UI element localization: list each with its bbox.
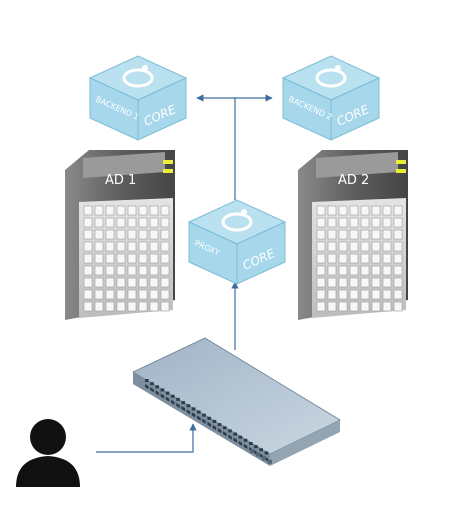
core-node-icon: [187, 199, 287, 285]
connector-user-to-switch: [96, 423, 197, 453]
server-label: AD 2: [338, 173, 369, 188]
connectors: [96, 94, 273, 453]
server-icon: [298, 150, 408, 320]
network-switch[interactable]: [132, 337, 341, 466]
user-icon: [16, 419, 80, 487]
server-icon: [65, 150, 175, 320]
network-switch-icon: [132, 337, 341, 466]
core-node-icon: [281, 55, 381, 141]
server-ad1[interactable]: AD 1: [65, 150, 175, 320]
server-ad2[interactable]: AD 2: [298, 150, 408, 320]
server-label: AD 1: [105, 173, 136, 188]
user[interactable]: [16, 419, 80, 487]
core-node-icon: [88, 55, 188, 141]
